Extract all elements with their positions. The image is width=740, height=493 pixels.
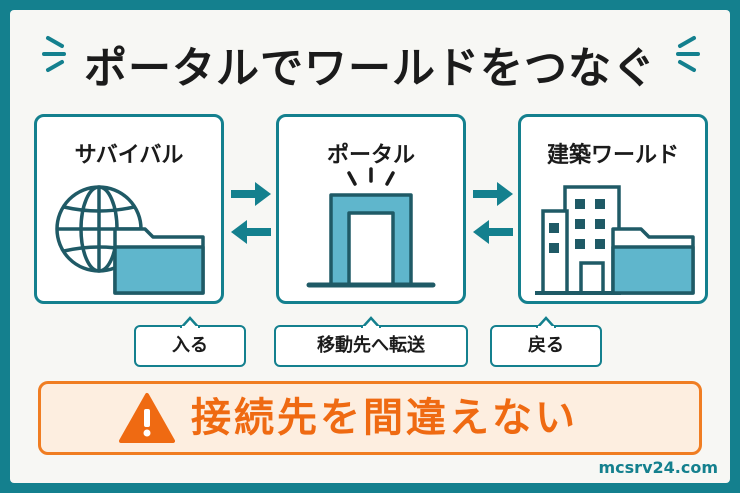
- return-tag-label: 戻る: [528, 335, 564, 356]
- portal-card: ポータル: [276, 114, 466, 304]
- up-notch-icon: [180, 316, 200, 328]
- building-icon: [535, 185, 621, 295]
- left-arrow-icon: [473, 220, 513, 244]
- folder-icon: [113, 227, 205, 295]
- right-arrow-icon: [231, 182, 271, 206]
- build-world-label: 建築ワールド: [546, 143, 679, 168]
- right-spark-icon: [676, 36, 700, 72]
- survival-world-label: サバイバル: [74, 143, 184, 168]
- warning-banner: 接続先を間違えない: [38, 381, 702, 455]
- up-notch-icon: [361, 316, 381, 328]
- enter-tag: 入る: [134, 316, 246, 367]
- building-folder-icon: [535, 185, 695, 295]
- up-notch-icon: [536, 316, 556, 328]
- globe-folder-icon: [55, 185, 205, 295]
- portal-gate-icon: [306, 167, 436, 288]
- folder-icon: [611, 227, 695, 295]
- arrows-survival-portal: [231, 182, 271, 244]
- portal-label: ポータル: [326, 143, 415, 168]
- left-arrow-icon: [231, 220, 271, 244]
- return-tag: 戻る: [490, 316, 602, 367]
- left-spark-icon: [42, 36, 66, 72]
- build-world-card: 建築ワールド: [518, 114, 708, 304]
- warning-icon: [119, 393, 175, 443]
- warning-text: 接続先を間違えない: [191, 395, 578, 441]
- enter-tag-label: 入る: [172, 335, 208, 356]
- site-url: mcsrv24.com: [598, 458, 719, 477]
- survival-world-card: サバイバル: [34, 114, 224, 304]
- right-arrow-icon: [473, 182, 513, 206]
- arrows-portal-build: [473, 182, 513, 244]
- page-title: ポータルでワールドをつなぐ: [84, 44, 656, 94]
- transfer-tag: 移動先へ転送: [274, 316, 468, 367]
- transfer-tag-label: 移動先へ転送: [317, 335, 425, 356]
